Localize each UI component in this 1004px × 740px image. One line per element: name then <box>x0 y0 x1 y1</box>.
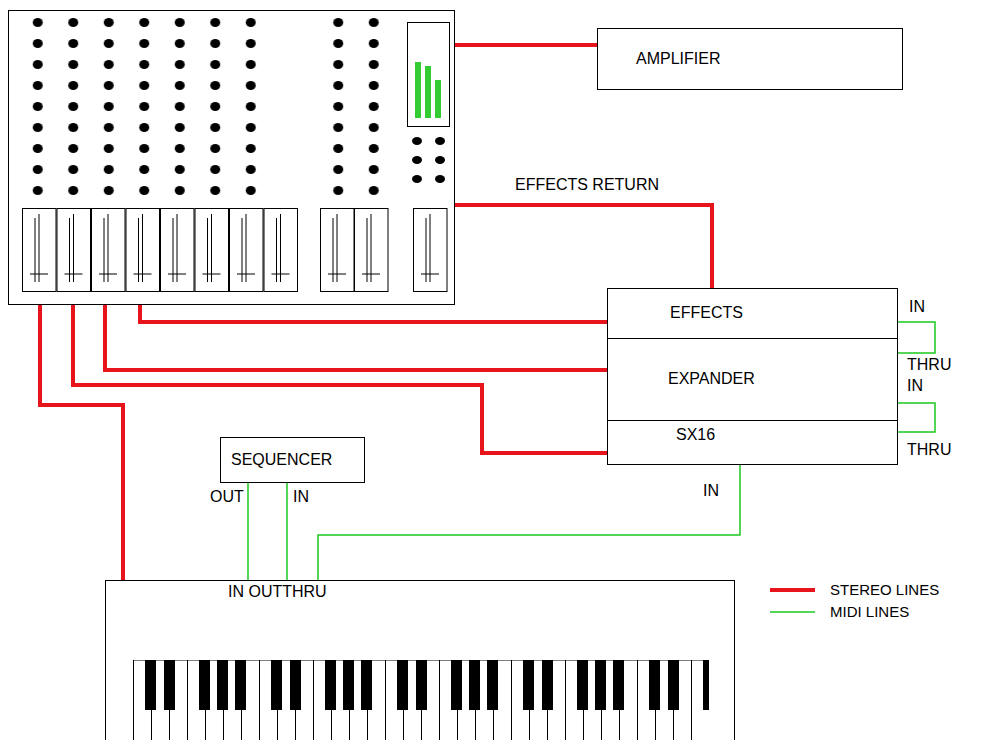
midi-line <box>898 403 935 432</box>
port-label: IN <box>703 482 719 500</box>
midi-line <box>898 322 935 353</box>
midi-line <box>318 465 740 580</box>
port-label: IN <box>293 488 309 506</box>
sequencer-box: SEQUENCER <box>220 437 365 483</box>
port-label: IN <box>907 377 923 395</box>
legend-text: MIDI LINES <box>830 603 909 620</box>
keyboard: IN OUTTHRU <box>105 580 735 740</box>
effects-unit: EFFECTS <box>607 288 898 339</box>
port-label: IN <box>909 298 925 316</box>
sampler-unit: SX16 <box>607 420 898 465</box>
legend-samples <box>770 590 815 612</box>
unit-name: SX16 <box>676 426 715 444</box>
mixer <box>9 11 455 305</box>
legend-text: STEREO LINES <box>830 581 939 598</box>
unit-name: EXPANDER <box>668 370 755 388</box>
unit-name: AMPLIFIER <box>636 50 720 68</box>
unit-name: EFFECTS <box>670 304 743 322</box>
unit-name: IN OUTTHRU <box>228 583 327 601</box>
keyboard-keys <box>133 660 709 740</box>
midi-line <box>247 483 249 580</box>
port-label: THRU <box>907 441 951 459</box>
unit-name: SEQUENCER <box>231 451 332 469</box>
line-label: EFFECTS RETURN <box>515 176 659 194</box>
amplifier-box: AMPLIFIER <box>597 28 903 90</box>
expander-unit: EXPANDER <box>607 338 898 421</box>
port-label: OUT <box>210 488 244 506</box>
midi-line <box>286 483 288 580</box>
port-label: THRU <box>907 356 951 374</box>
